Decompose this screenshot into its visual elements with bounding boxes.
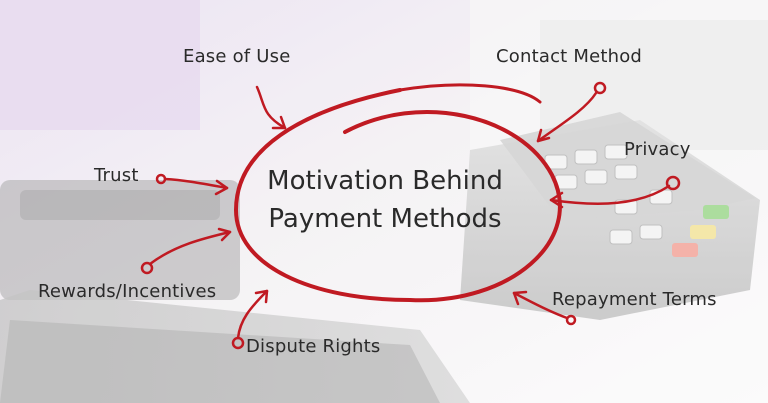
label-ease-of-use: Ease of Use [183,46,291,67]
label-rewards-incentives: Rewards/Incentives [38,281,217,302]
label-repayment-terms: Repayment Terms [552,289,717,310]
center-title-line1: Motivation Behind [267,166,503,196]
label-contact-method: Contact Method [496,46,643,67]
center-title-line2: Payment Methods [268,204,502,234]
diagram-center-title: Motivation Behind Payment Methods [255,162,515,238]
label-dispute-rights: Dispute Rights [246,336,381,357]
label-privacy: Privacy [624,139,691,160]
label-trust: Trust [94,165,139,186]
